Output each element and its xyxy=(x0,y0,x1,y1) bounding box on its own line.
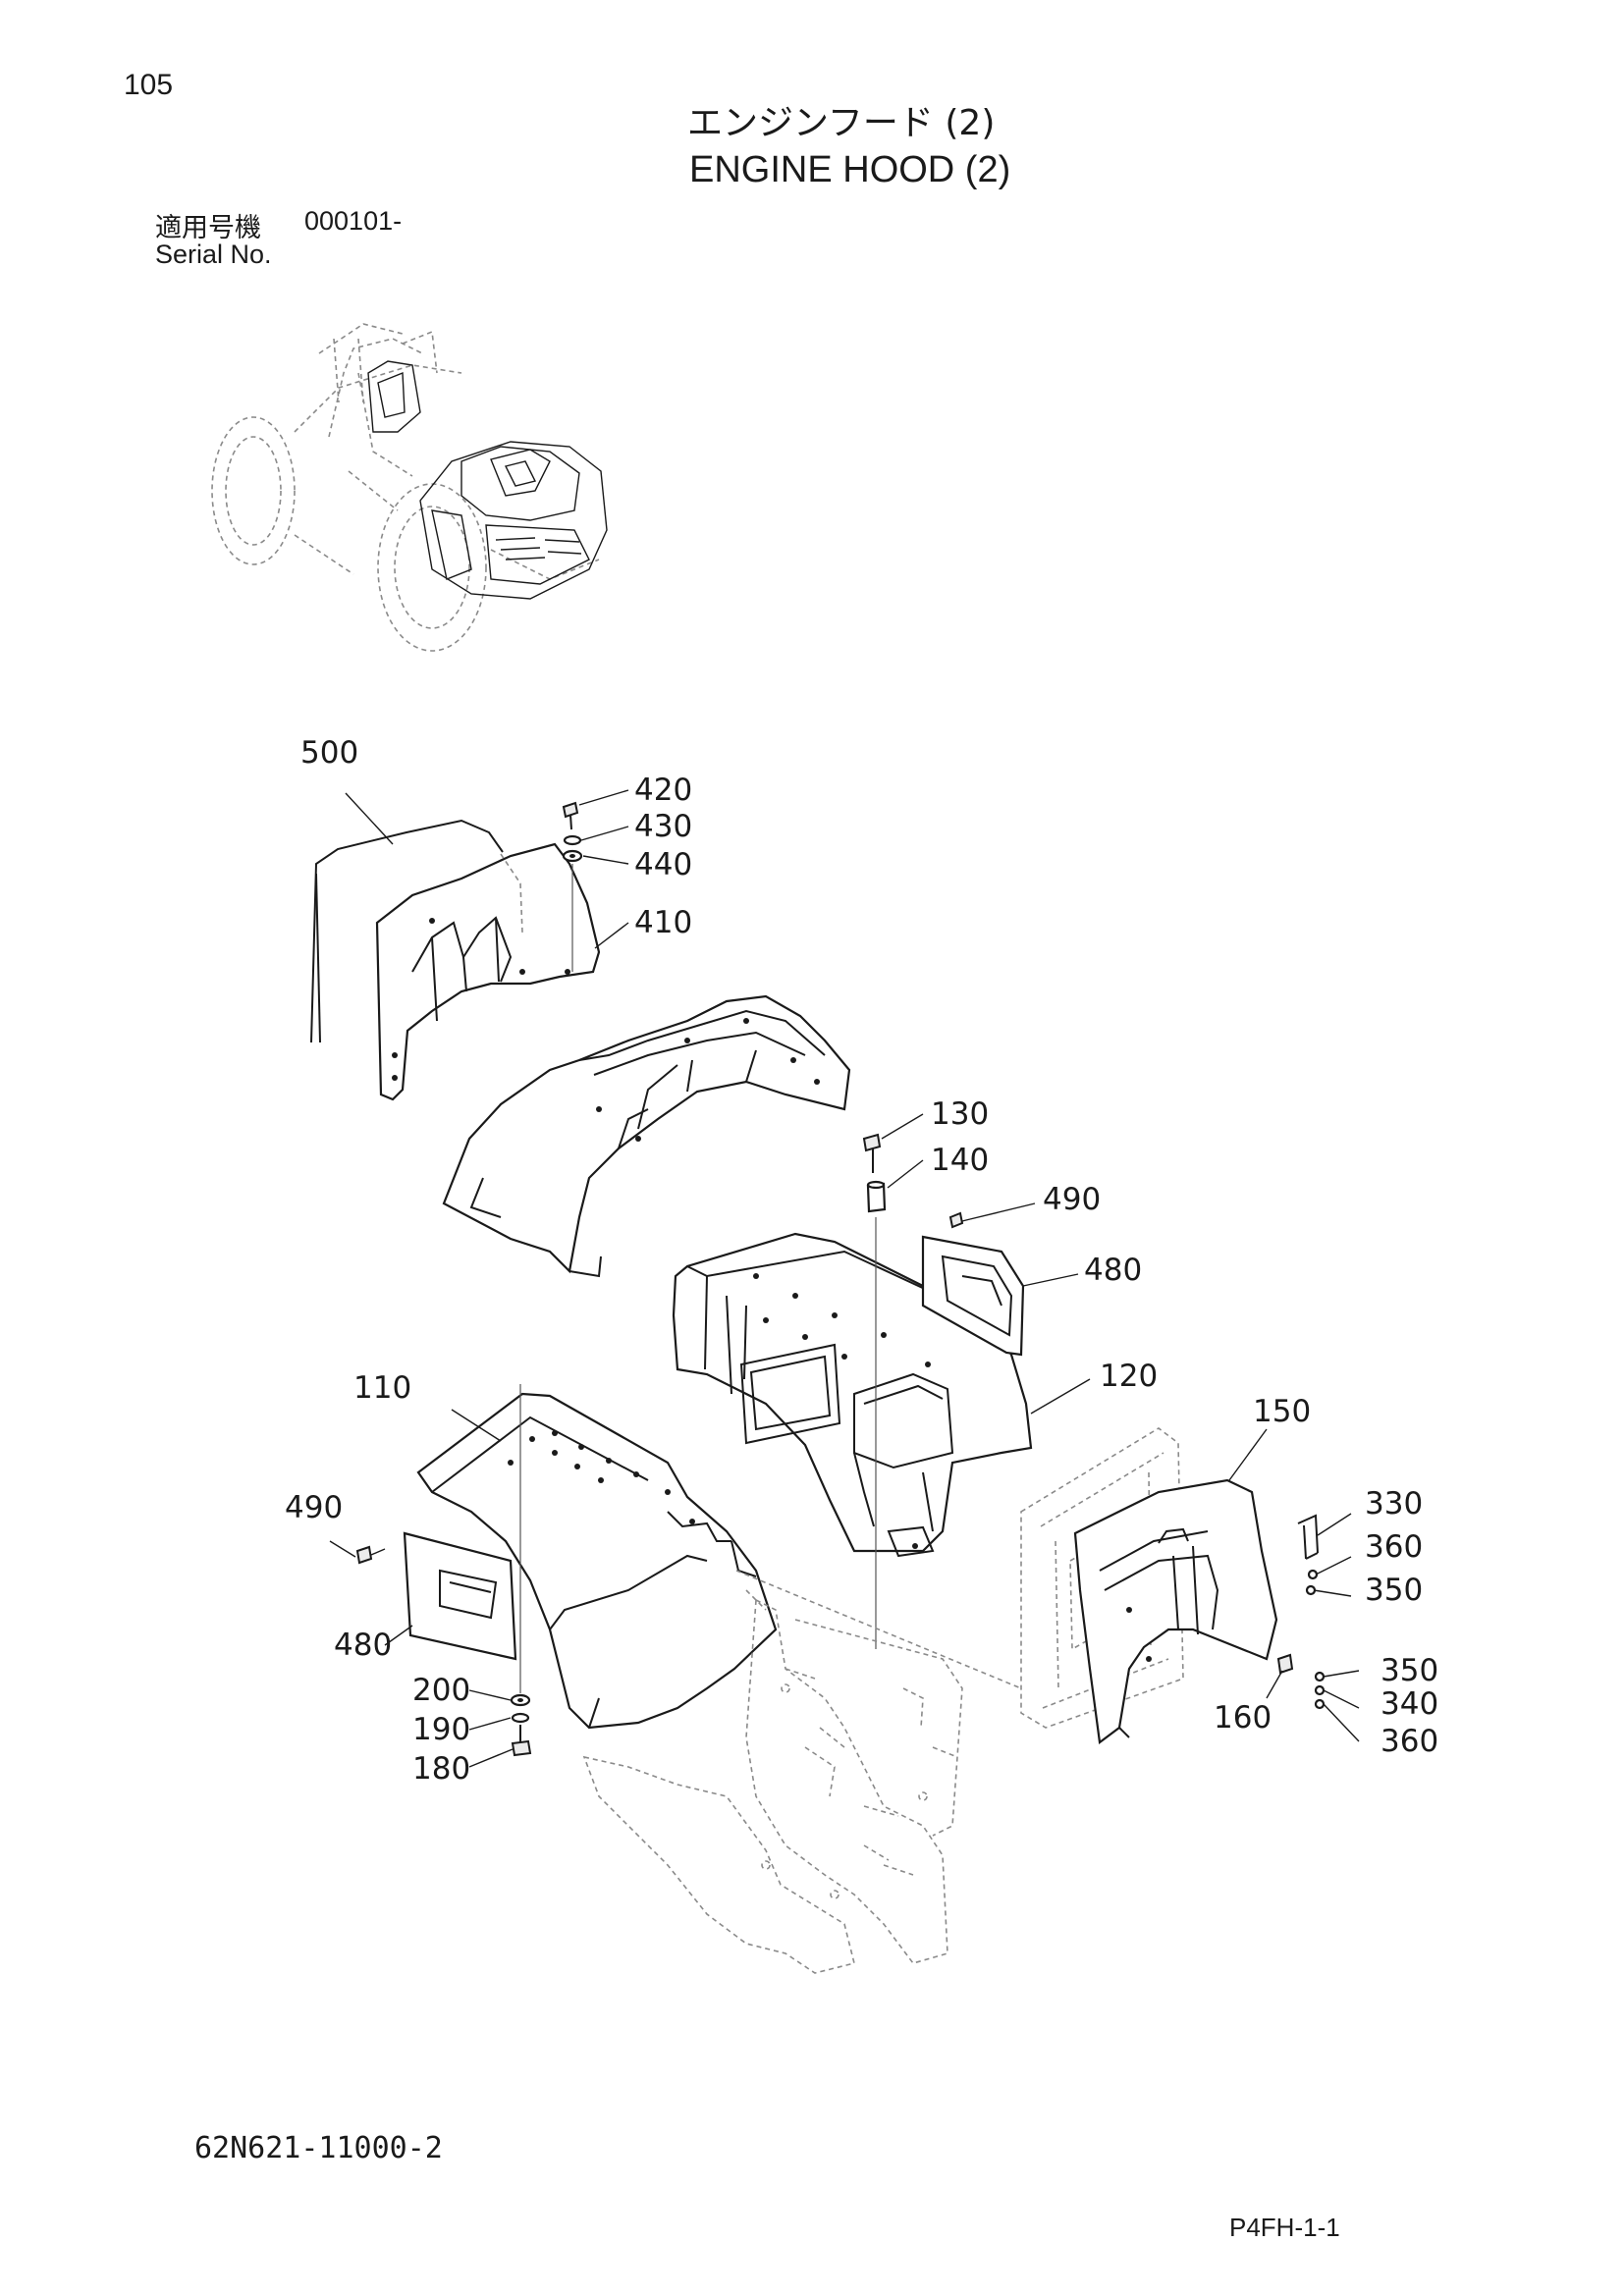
title-english: ENGINE HOOD (2) xyxy=(689,149,1011,190)
callout-360-upper: 360 xyxy=(1365,1529,1423,1565)
part-420-bolt-stack xyxy=(562,801,583,972)
part-410-500-side-panel xyxy=(310,819,601,1101)
part-480-lower-grille xyxy=(355,1531,517,1661)
callout-490-lower: 490 xyxy=(285,1490,343,1525)
callout-490-upper: 490 xyxy=(1043,1182,1101,1217)
part-480-upper-grille xyxy=(921,1211,1025,1357)
tractor-overview-illustration xyxy=(211,323,608,652)
title-japanese: エンジンフード (2) xyxy=(687,103,996,143)
drawing-number: 62N621-11000-2 xyxy=(194,2131,443,2165)
part-130-140-bolt-collar xyxy=(862,1133,887,1649)
callout-330: 330 xyxy=(1365,1486,1423,1522)
callout-140: 140 xyxy=(931,1143,989,1178)
page-number: 105 xyxy=(124,69,174,101)
part-180-190-200-fasteners xyxy=(510,1384,532,1757)
callout-480-lower: 480 xyxy=(334,1628,392,1663)
part-160-nut xyxy=(1276,1653,1294,1675)
callout-340: 340 xyxy=(1380,1686,1438,1722)
callout-190: 190 xyxy=(412,1712,470,1747)
callout-180: 180 xyxy=(412,1751,470,1787)
part-330-u-bolt xyxy=(1297,1514,1319,1596)
chassis-frame-illustration xyxy=(582,1570,1022,1974)
callout-leader-lines xyxy=(329,789,1360,1768)
upper-hood-frame xyxy=(442,994,851,1278)
part-340-350-360-fasteners xyxy=(1314,1671,1326,1710)
callout-160: 160 xyxy=(1214,1700,1272,1735)
callout-numbers: 500 420 430 440 410 130 140 490 480 120 … xyxy=(285,735,1438,1787)
page-code: P4FH-1-1 xyxy=(1229,2213,1340,2242)
callout-120: 120 xyxy=(1100,1359,1158,1394)
callout-360-lower: 360 xyxy=(1380,1724,1438,1759)
callout-480-upper: 480 xyxy=(1084,1253,1142,1288)
serial-label-english: Serial No. xyxy=(155,240,272,269)
callout-350-lower: 350 xyxy=(1380,1653,1438,1688)
serial-number-value: 000101- xyxy=(304,206,403,236)
callout-410: 410 xyxy=(634,905,692,940)
serial-label-japanese: 適用号機 xyxy=(155,213,261,243)
callout-420: 420 xyxy=(634,773,692,808)
part-150-shroud xyxy=(1073,1478,1278,1745)
callout-150: 150 xyxy=(1253,1394,1311,1429)
callout-500: 500 xyxy=(300,735,358,771)
callout-110: 110 xyxy=(353,1370,411,1406)
callout-200: 200 xyxy=(412,1673,470,1708)
callout-440: 440 xyxy=(634,847,692,882)
callout-130: 130 xyxy=(931,1096,989,1132)
callout-350-upper: 350 xyxy=(1365,1573,1423,1608)
callout-430: 430 xyxy=(634,809,692,844)
